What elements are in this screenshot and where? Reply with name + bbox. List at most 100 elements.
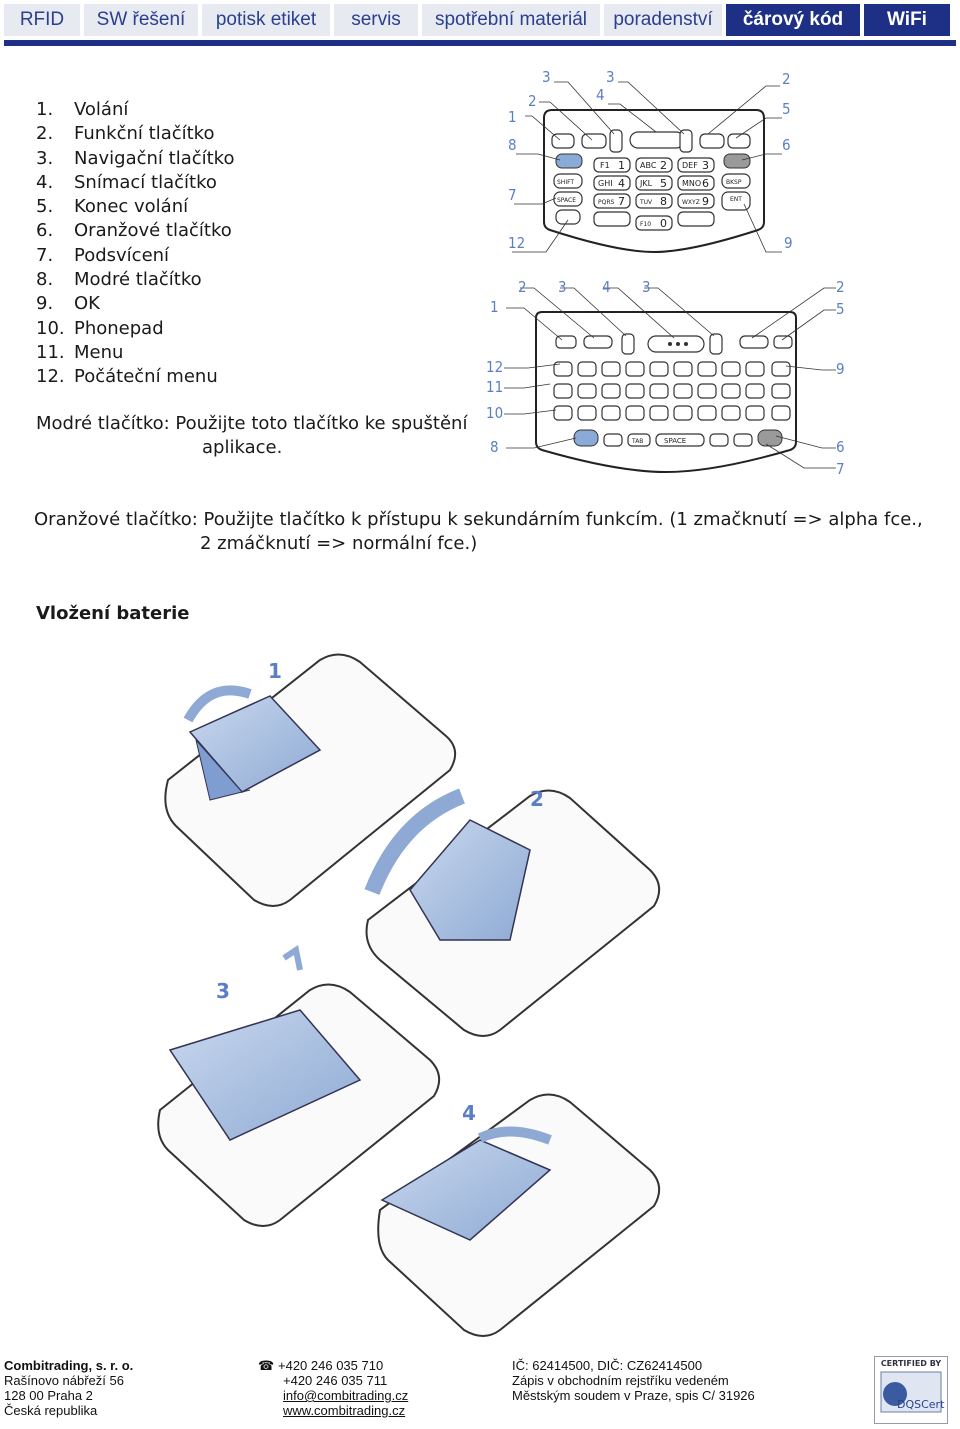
blue-key-description: Modré tlačítko: Použijte toto tlačítko k… <box>36 413 468 458</box>
list-item: 12.Počáteční menu <box>36 366 218 388</box>
callout: 8 <box>490 438 499 456</box>
callout: 3 <box>542 68 551 86</box>
svg-text:SHIFT: SHIFT <box>557 179 574 186</box>
register-line-1: Zápis v obchodním rejstříku vedeném <box>512 1373 729 1388</box>
callout: 7 <box>836 460 845 478</box>
svg-text:TAB: TAB <box>631 438 643 445</box>
company-ids: IČ: 62414500, DIČ: CZ62414500 <box>512 1358 703 1373</box>
footer-contact: ☎+420 246 035 710 +420 246 035 711 info@… <box>258 1358 408 1418</box>
callout: 9 <box>784 234 793 252</box>
phone-icon: ☎ <box>258 1358 275 1373</box>
callout: 12 <box>508 234 525 252</box>
svg-text:9: 9 <box>702 195 709 208</box>
svg-text:DEF: DEF <box>682 161 698 170</box>
svg-text:PQRS: PQRS <box>598 199 615 206</box>
callout: 3 <box>558 278 567 296</box>
step-number: 3 <box>216 979 230 1003</box>
callout: 6 <box>782 136 791 154</box>
tab-rfid[interactable]: RFID <box>4 4 80 36</box>
website-link[interactable]: www.combitrading.cz <box>283 1403 406 1418</box>
svg-text:MNO: MNO <box>682 179 701 188</box>
certification-badge: CERTIFIED BY DQSCert <box>874 1356 948 1424</box>
battery-insertion-illustration: 1 2 3 4 <box>157 653 661 1337</box>
list-item: 1.Volání <box>36 99 129 120</box>
step-number: 4 <box>462 1101 476 1125</box>
callout: 5 <box>836 300 845 318</box>
nav-underline <box>4 40 956 46</box>
svg-text:0: 0 <box>660 217 667 230</box>
list-item: 5.Konec volání <box>36 196 189 218</box>
street: Rašínovo nábřeží 56 <box>4 1373 124 1388</box>
tab-servis[interactable]: servis <box>334 4 418 36</box>
svg-text:2: 2 <box>660 159 667 172</box>
callout: 7 <box>508 186 517 204</box>
tab-potisk-etiket[interactable]: potisk etiket <box>202 4 330 36</box>
callout: 11 <box>486 378 503 396</box>
key-list: 1.Volání 2.Funkční tlačítko 3.Navigační … <box>36 98 234 390</box>
battery-heading: Vložení baterie <box>36 603 190 624</box>
svg-text:GHI: GHI <box>598 179 613 188</box>
list-item: 10.Phonepad <box>36 317 164 339</box>
callout: 3 <box>642 278 651 296</box>
list-item: 8.Modré tlačítko <box>36 269 202 291</box>
tab-poradenstvi[interactable]: poradenství <box>604 4 722 36</box>
svg-text:DQSCert: DQSCert <box>897 1398 945 1411</box>
list-item: 11.Menu <box>36 341 124 363</box>
callout: 3 <box>606 68 615 86</box>
email-link[interactable]: info@combitrading.cz <box>283 1388 409 1403</box>
tab-sw-reseni[interactable]: SW řešení <box>84 4 198 36</box>
svg-text:F1: F1 <box>600 161 610 170</box>
svg-text:3: 3 <box>702 159 709 172</box>
callout: 2 <box>528 92 537 110</box>
svg-text:JKL: JKL <box>639 179 653 188</box>
step-number: 1 <box>268 659 282 683</box>
svg-text:WXYZ: WXYZ <box>682 199 700 206</box>
company-name: Combitrading, s. r. o. <box>4 1358 134 1373</box>
list-item: 2.Funkční tlačítko <box>36 123 215 145</box>
svg-text:8: 8 <box>660 195 667 208</box>
step-number: 2 <box>530 787 544 811</box>
svg-text:BKSP: BKSP <box>726 179 742 186</box>
callout: 8 <box>508 136 517 154</box>
callout: 9 <box>836 360 845 378</box>
keypad-diagram-qwerty: TAB SPACE 1 2 3 4 3 2 5 12 9 11 10 8 6 7 <box>486 278 845 478</box>
orange-key-description: Oranžové tlačítko: Použijte tlačítko k p… <box>34 509 923 554</box>
svg-text:ABC: ABC <box>640 161 657 170</box>
phone-2: +420 246 035 711 <box>283 1373 388 1388</box>
footer-address: Combitrading, s. r. o. Rašínovo nábřeží … <box>4 1358 133 1418</box>
callout: 2 <box>518 278 527 296</box>
svg-text:1: 1 <box>618 159 625 172</box>
device-step-4: 4 <box>377 1093 661 1337</box>
svg-text:ENT: ENT <box>730 196 742 203</box>
register-line-2: Městským soudem v Praze, spis C/ 31926 <box>512 1388 755 1403</box>
city: 128 00 Praha 2 <box>4 1388 93 1403</box>
callout: 10 <box>486 404 503 422</box>
svg-text:6: 6 <box>702 177 709 190</box>
svg-text:SPACE: SPACE <box>557 197 576 204</box>
callout: 1 <box>490 298 499 316</box>
tab-carovy-kod[interactable]: čárový kód <box>726 4 860 36</box>
list-item: 3.Navigační tlačítko <box>36 147 235 169</box>
svg-text:SPACE: SPACE <box>664 437 686 445</box>
callout: 6 <box>836 438 845 456</box>
list-item: 7.Podsvícení <box>36 244 170 266</box>
callout: 2 <box>782 70 791 88</box>
callout: 5 <box>782 100 791 118</box>
tab-wifi[interactable]: WiFi <box>864 4 950 36</box>
device-step-2: 2 <box>364 787 661 1037</box>
tab-spotrebni-material[interactable]: spotřební materiál <box>422 4 600 36</box>
callout: 1 <box>508 108 517 126</box>
device-step-3: 3 <box>157 945 441 1227</box>
country: Česká republika <box>4 1403 98 1418</box>
device-step-1: 1 <box>164 653 457 907</box>
dqs-logo-icon: DQSCert <box>880 1371 945 1413</box>
phone-1: +420 246 035 710 <box>278 1358 384 1373</box>
callout: 4 <box>596 86 605 104</box>
callout: 12 <box>486 358 503 376</box>
list-item: 9.OK <box>36 293 100 315</box>
svg-text:5: 5 <box>660 177 667 190</box>
svg-text:4: 4 <box>618 177 625 190</box>
footer-registration: IČ: 62414500, DIČ: CZ62414500 Zápis v ob… <box>512 1358 755 1403</box>
top-navigation: RFID SW řešení potisk etiket servis spot… <box>4 4 956 36</box>
